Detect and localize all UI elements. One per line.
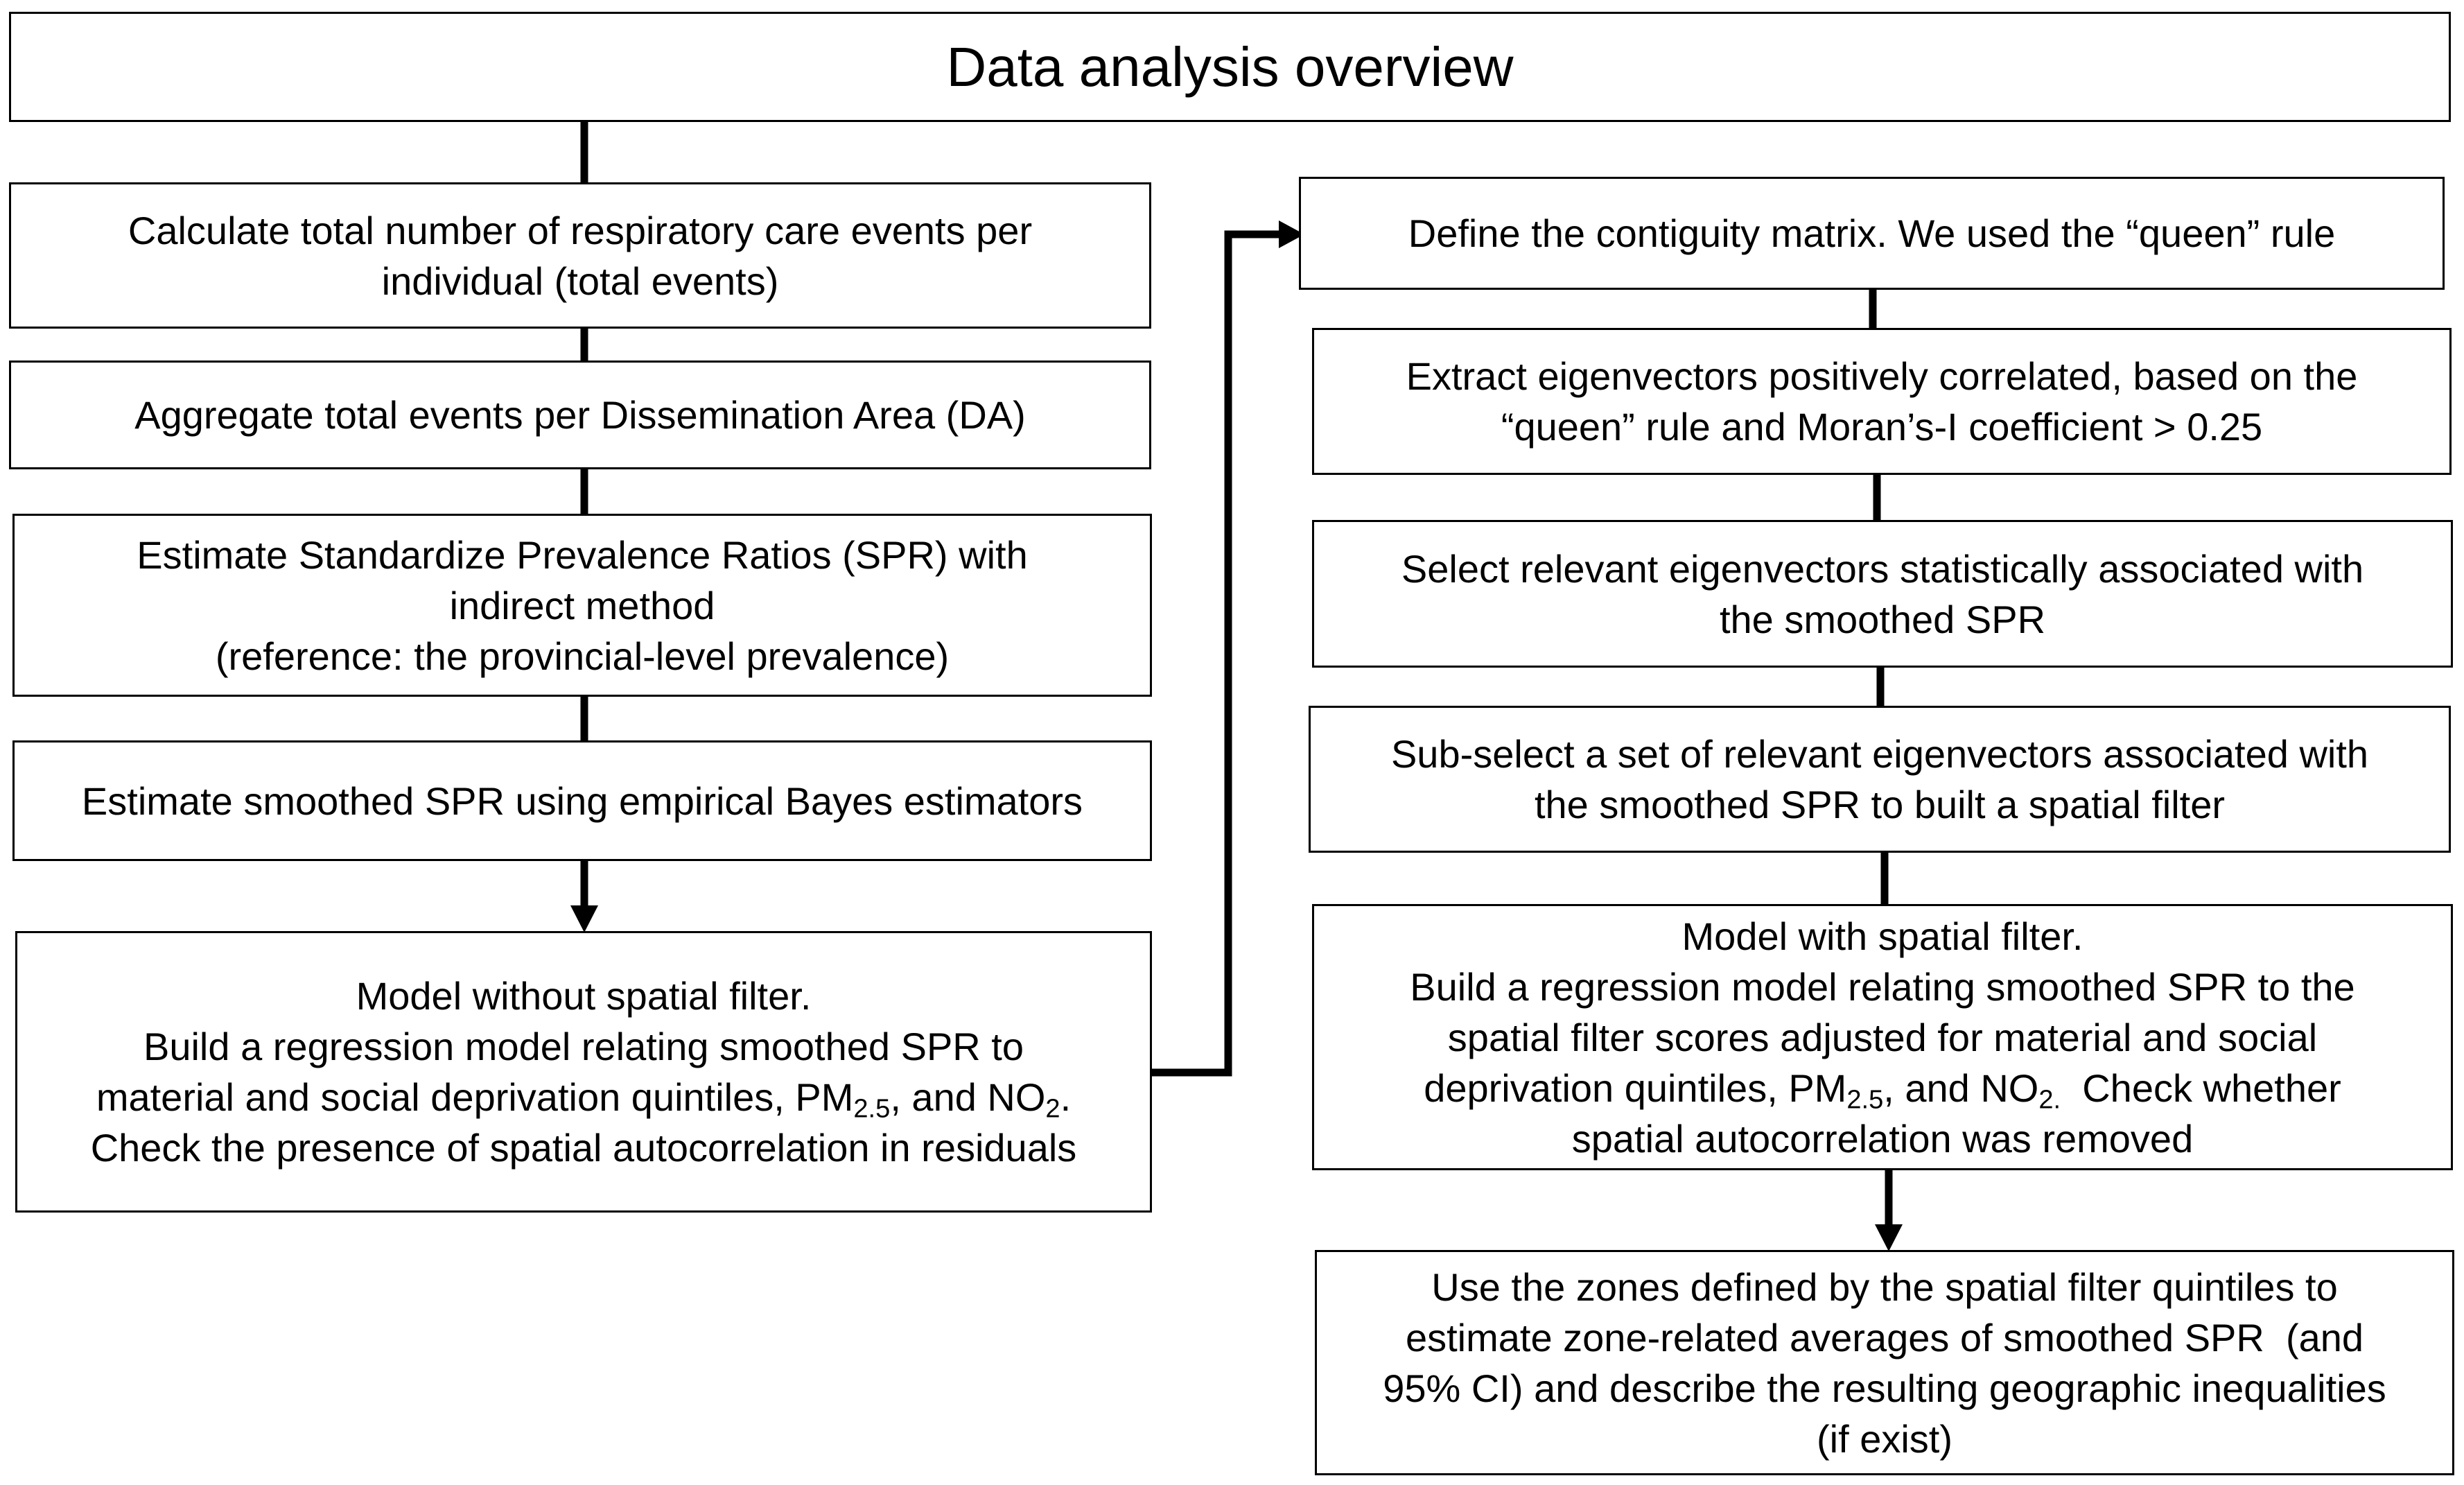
step-text-line: (reference: the provincial-level prevale… [215, 634, 950, 678]
step-text-line: the smoothed SPR to built a spatial filt… [1534, 783, 2226, 826]
step-text-line: Check the presence of spatial autocorrel… [90, 1126, 1077, 1170]
step-text-line: Build a regression model relating smooth… [1410, 964, 2355, 1009]
step-text-line: the smoothed SPR [1719, 597, 2046, 641]
step-aggregate-per-da: Aggregate total events per Dissemination… [9, 361, 1151, 469]
step-subselect-eigenvectors: Sub-select a set of relevant eigenvector… [1309, 706, 2451, 853]
step-zones-averages: Use the zones defined by the spatial fil… [1315, 1250, 2454, 1475]
step-text-line: indirect method [449, 583, 715, 627]
connector-left5-right1 [1152, 230, 1282, 1077]
step-select-eigenvectors: Select relevant eigenvectors statistical… [1312, 520, 2453, 668]
step-text-line: spatial filter scores adjusted for mater… [1447, 1015, 2318, 1059]
step-text-line: “queen” rule and Moran’s-I coefficient >… [1501, 405, 2263, 449]
step-text-line: 95% CI) and describe the resulting geogr… [1383, 1366, 2386, 1410]
step-text-line: Extract eigenvectors positively correlat… [1406, 354, 2358, 398]
arrowhead-right1 [1279, 220, 1304, 248]
step-text-line: Build a regression model relating smooth… [143, 1025, 1024, 1068]
step-text-line: deprivation quintiles, PM2.5, and NO2. C… [1424, 1066, 2341, 1115]
step-text-line: individual (total events) [381, 259, 779, 303]
step-text-line: Select relevant eigenvectors statistical… [1401, 546, 2364, 591]
step-text-line: Calculate total number of respiratory ca… [128, 208, 1033, 252]
step-calculate-total-events: Calculate total number of respiratory ca… [9, 182, 1151, 329]
step-model-with-spatial-filter: Model with spatial filter. Build a regre… [1312, 904, 2453, 1170]
step-text-line: spatial autocorrelation was removed [1571, 1116, 2194, 1161]
arrowhead-left5 [570, 905, 598, 932]
step-text-line: (if exist) [1817, 1416, 1952, 1461]
title-box: Data analysis overview [9, 12, 2451, 122]
step-text-line: Use the zones defined by the spatial fil… [1431, 1265, 2338, 1309]
step-text-line: Estimate smoothed SPR using empirical Ba… [81, 779, 1083, 823]
step-text-line: estimate zone-related averages of smooth… [1405, 1315, 2364, 1360]
step-model-without-spatial-filter: Model without spatial filter. Build a re… [15, 931, 1152, 1213]
step-text-line: Model with spatial filter. [1681, 914, 2083, 958]
step-text-line: material and social deprivation quintile… [96, 1075, 1072, 1124]
arrowhead-right6 [1875, 1224, 1903, 1251]
step-contiguity-matrix: Define the contiguity matrix. We used th… [1299, 177, 2445, 290]
diagram-title: Data analysis overview [946, 35, 1514, 98]
step-smoothed-spr: Estimate smoothed SPR using empirical Ba… [12, 740, 1152, 861]
step-text-line: Aggregate total events per Dissemination… [134, 393, 1026, 437]
step-text-line: Sub-select a set of relevant eigenvector… [1390, 732, 2369, 776]
step-text-line: Estimate Standardize Prevalence Ratios (… [137, 532, 1028, 577]
step-extract-eigenvectors: Extract eigenvectors positively correlat… [1312, 328, 2452, 475]
step-text-line: Model without spatial filter. [356, 974, 812, 1018]
step-estimate-spr: Estimate Standardize Prevalence Ratios (… [12, 514, 1152, 697]
step-text-line: Define the contiguity matrix. We used th… [1408, 211, 2336, 255]
